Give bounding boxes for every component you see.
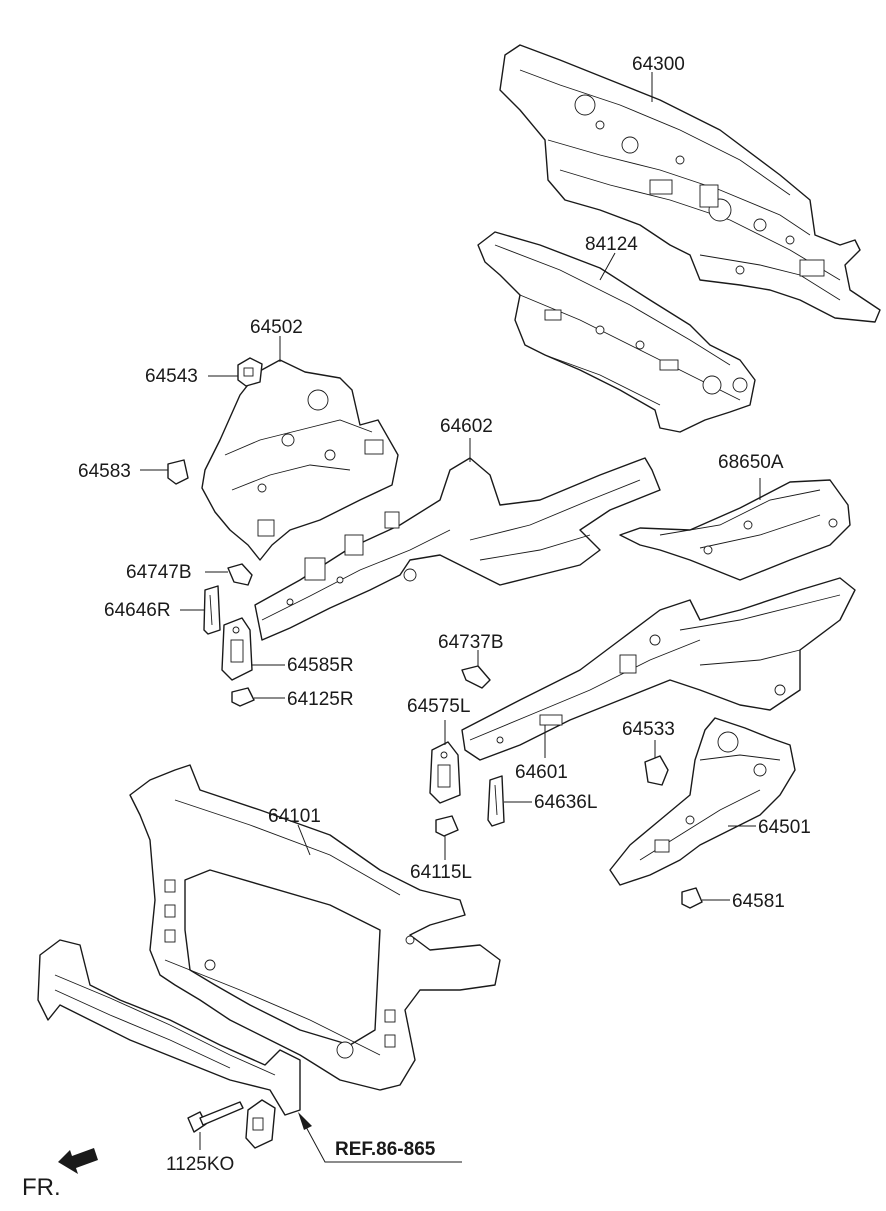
part-68650A-cover[interactable] <box>619 479 851 581</box>
label-68650A: 68650A <box>718 452 784 473</box>
part-64636L-reinforcement[interactable] <box>487 775 505 827</box>
label-64585R: 64585R <box>287 655 354 676</box>
label-64636L: 64636L <box>534 792 597 813</box>
part-64543-bracket[interactable] <box>237 357 263 387</box>
label-84124: 84124 <box>585 234 638 255</box>
front-direction-label: FR. <box>22 1174 61 1201</box>
label-64501: 64501 <box>758 817 811 838</box>
part-1125KO-bolt[interactable] <box>187 1101 244 1133</box>
label-64601: 64601 <box>515 762 568 783</box>
part-64125R-bracket[interactable] <box>231 687 255 707</box>
part-64585R-plate[interactable] <box>221 617 253 681</box>
label-64533: 64533 <box>622 719 675 740</box>
label-64581: 64581 <box>732 891 785 912</box>
label-64737B: 64737B <box>438 632 504 653</box>
part-64581-bracket[interactable] <box>681 887 703 909</box>
part-64575L-plate[interactable] <box>429 741 461 804</box>
label-64575L: 64575L <box>407 696 470 717</box>
part-64602-side-member-rh[interactable] <box>254 457 661 641</box>
part-64747B-bracket[interactable] <box>227 563 253 586</box>
label-64502: 64502 <box>250 317 303 338</box>
part-64501-fender-apron-lh[interactable] <box>609 717 796 886</box>
label-1125KO: 1125KO <box>166 1154 234 1175</box>
label-64583: 64583 <box>78 461 131 482</box>
label-64115L: 64115L <box>410 862 472 883</box>
label-64300: 64300 <box>632 54 685 75</box>
part-bumper-beam[interactable] <box>37 939 301 1116</box>
label-64602: 64602 <box>440 416 493 437</box>
part-64533-bracket[interactable] <box>644 755 669 786</box>
ref-86-865-link[interactable]: REF.86-865 <box>335 1139 436 1160</box>
label-64646R: 64646R <box>104 600 171 621</box>
label-64125R: 64125R <box>287 689 354 710</box>
ref-arrowhead <box>298 1112 312 1130</box>
part-64115L-bracket[interactable] <box>435 815 459 837</box>
part-64300-dash-panel[interactable] <box>499 44 881 323</box>
part-64583-bracket[interactable] <box>167 459 189 485</box>
part-bumper-stay[interactable] <box>245 1099 276 1149</box>
ref-leader-line <box>304 1124 462 1163</box>
arrow-left-down-icon <box>58 1148 98 1174</box>
part-84124-cowl-crossmember[interactable] <box>477 231 756 433</box>
part-64502-fender-apron-rh[interactable] <box>201 359 399 561</box>
part-64646R-reinforcement[interactable] <box>203 585 221 635</box>
label-64543: 64543 <box>145 366 198 387</box>
label-64747B: 64747B <box>126 562 192 583</box>
part-64601-side-member-lh[interactable] <box>461 577 856 761</box>
part-64737B-bracket[interactable] <box>461 665 491 689</box>
label-64101: 64101 <box>268 806 321 827</box>
part-64101-radiator-support[interactable] <box>129 764 501 1091</box>
